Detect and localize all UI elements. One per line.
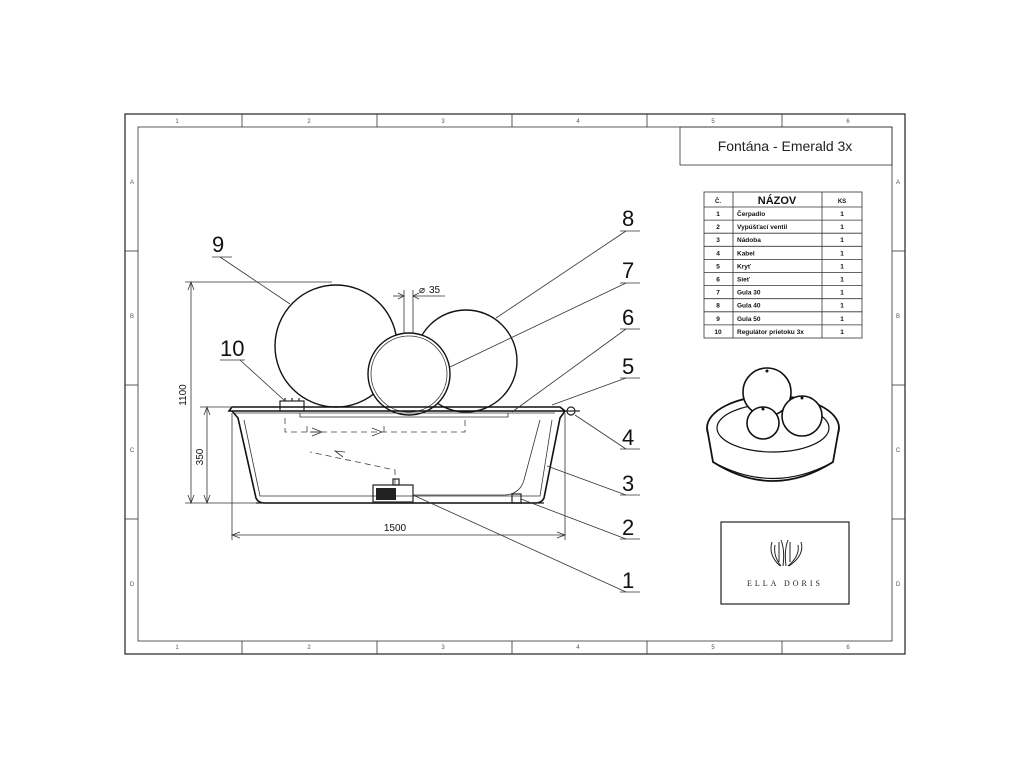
callout-7: 7 <box>622 258 634 283</box>
callout-8: 8 <box>622 206 634 231</box>
parts-row-name: Kabel <box>737 250 755 257</box>
parts-row-qty: 1 <box>840 263 844 270</box>
parts-row-name: Čerpadlo <box>737 209 765 218</box>
parts-row-name: Gula 50 <box>737 316 761 323</box>
isometric-preview <box>706 367 840 482</box>
parts-row-no: 2 <box>716 224 720 231</box>
parts-row-qty: 1 <box>840 303 844 310</box>
parts-row-no: 4 <box>716 250 720 257</box>
zone-row-d-right: D <box>896 582 901 588</box>
parts-row-no: 7 <box>716 290 720 297</box>
parts-table: Č. NÁZOV KS 1 Čerpadlo 1 2 Vypúšťací ventil 1… <box>703 191 863 339</box>
zone-col-1-bottom: 1 <box>175 645 179 651</box>
dim-diameter: 35 <box>429 285 441 296</box>
zone-row-c-left: C <box>130 448 135 454</box>
pump-cable <box>413 419 541 496</box>
zone-row-a-left: A <box>130 180 134 186</box>
hose-top <box>284 418 466 433</box>
mesh <box>299 413 509 418</box>
zone-col-3-bottom: 3 <box>441 645 445 651</box>
parts-row-name: Kryť <box>737 263 752 270</box>
parts-row-name: Sieť <box>737 277 751 284</box>
zone-col-5-bottom: 5 <box>711 645 715 651</box>
callout-2: 2 <box>622 515 634 540</box>
callout-5: 5 <box>622 354 634 379</box>
dim-width: 1500 <box>384 523 407 534</box>
callout-4: 4 <box>622 425 634 450</box>
parts-row-qty: 1 <box>840 316 844 323</box>
parts-row-no: 3 <box>716 237 720 244</box>
callout-9: 9 <box>212 232 224 257</box>
ball-30-inner <box>370 335 448 413</box>
dim-total-height: 1100 <box>178 384 189 406</box>
parts-row-qty: 1 <box>840 277 844 284</box>
callouts: 9 8 7 6 5 4 3 2 1 10 <box>212 206 640 593</box>
zone-row-d-left: D <box>130 582 135 588</box>
callout-6: 6 <box>622 305 634 330</box>
parts-header-name: NÁZOV <box>758 194 797 207</box>
callout-1: 1 <box>622 568 634 593</box>
logo-text: ELLA DORIS <box>747 579 823 588</box>
zone-col-2-top: 2 <box>307 119 311 125</box>
parts-row-no: 10 <box>714 329 722 336</box>
parts-row-qty: 1 <box>840 250 844 257</box>
zone-col-3-top: 3 <box>441 119 445 125</box>
title-block: Fontána - Emerald 3x <box>679 126 893 166</box>
callout-3: 3 <box>622 471 634 496</box>
zone-col-5-top: 5 <box>711 119 715 125</box>
zone-col-4-top: 4 <box>576 119 580 125</box>
parts-row-qty: 1 <box>840 329 844 336</box>
zone-col-4-bottom: 4 <box>576 645 580 651</box>
zone-row-c-right: C <box>896 448 901 454</box>
hose-pump <box>309 451 396 485</box>
parts-row-qty: 1 <box>840 211 844 218</box>
fountain-side-view <box>227 284 580 504</box>
basin <box>231 410 566 504</box>
parts-row-no: 9 <box>716 316 720 323</box>
parts-row-name: Regulátor prietoku 3x <box>737 329 804 336</box>
dim-diameter-symbol: ⌀ <box>419 285 425 296</box>
parts-row-name: Gula 40 <box>737 303 761 310</box>
parts-row-qty: 1 <box>840 290 844 297</box>
basin-inner <box>243 419 553 497</box>
callout-10: 10 <box>220 336 244 361</box>
parts-row-name: Gula 30 <box>737 290 761 297</box>
drain-valve <box>511 493 522 504</box>
zone-col-1-top: 1 <box>175 119 179 125</box>
ella-doris-logo-icon <box>770 539 803 567</box>
ball-30 <box>367 332 451 416</box>
parts-row-qty: 1 <box>840 224 844 231</box>
logo-box: ELLA DORIS <box>720 521 850 605</box>
parts-row-no: 1 <box>716 211 720 218</box>
flow-regulator <box>279 400 305 412</box>
parts-row-qty: 1 <box>840 237 844 244</box>
parts-row-no: 5 <box>716 263 720 270</box>
parts-row-name: Nádoba <box>737 237 761 244</box>
zone-col-2-bottom: 2 <box>307 645 311 651</box>
zone-row-a-right: A <box>896 180 900 186</box>
drawing-title: Fontána - Emerald 3x <box>718 138 853 154</box>
drawing-frame <box>124 113 906 655</box>
zone-labels: 1 2 3 4 5 6 1 2 3 4 5 6 A B C D A B C D <box>130 119 901 651</box>
zone-col-6-top: 6 <box>846 119 850 125</box>
dim-basin-height: 350 <box>195 448 206 465</box>
dimensions: 1100 350 1500 ⌀ 35 <box>178 280 567 540</box>
parts-header-qty: KS <box>838 199 846 205</box>
parts-row-no: 6 <box>716 277 720 284</box>
zone-col-6-bottom: 6 <box>846 645 850 651</box>
parts-header-no: Č. <box>715 198 721 205</box>
zone-row-b-right: B <box>896 314 900 320</box>
parts-row-no: 8 <box>716 303 720 310</box>
zone-row-b-left: B <box>130 314 134 320</box>
parts-row-name: Vypúšťací ventil <box>737 224 787 231</box>
